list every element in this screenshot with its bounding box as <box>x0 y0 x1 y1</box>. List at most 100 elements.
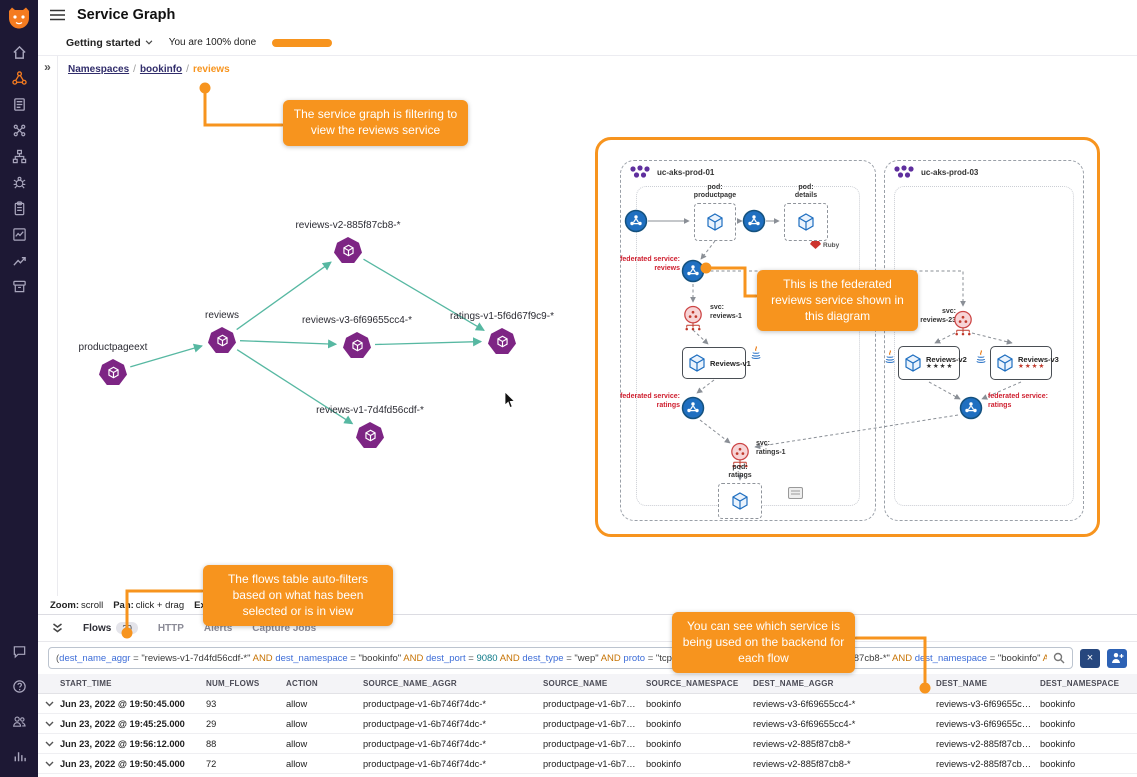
sidebar <box>0 0 38 777</box>
chevron-down-icon <box>145 40 153 45</box>
graph-node-label: reviews <box>205 310 239 321</box>
cell-dst_aggr: reviews-v2-885f87cb8-* <box>753 758 851 769</box>
cell-src_ns: bookinfo <box>646 718 682 729</box>
pod-cube-icon <box>903 353 923 373</box>
main-area: Service Graph Getting started You are 10… <box>38 0 1137 777</box>
federated-service-label: federated service:reviews <box>620 256 680 272</box>
stats-icon[interactable] <box>0 743 38 769</box>
person-plus-icon <box>1111 653 1123 663</box>
policies-icon[interactable] <box>0 91 38 117</box>
tigera-logo[interactable] <box>6 5 32 31</box>
activity-icon[interactable] <box>0 221 38 247</box>
column-header-start_time: START_TIME <box>60 679 112 688</box>
column-header-source_name_aggr: SOURCE_NAME_AGGR <box>363 679 457 688</box>
cell-dst_ns: bookinfo <box>1040 758 1076 769</box>
save-query-button[interactable] <box>1107 648 1127 668</box>
network-sets-icon[interactable] <box>0 143 38 169</box>
service-icon <box>950 310 976 337</box>
service-label: svc:reviews-23 <box>920 308 956 324</box>
flow-filter-input[interactable]: (dest_name_aggr = "reviews-v1-7d4fd56cdf… <box>48 647 1073 669</box>
topbar: Service Graph <box>38 0 1137 30</box>
trends-icon[interactable] <box>0 247 38 273</box>
menu-icon[interactable] <box>50 9 65 21</box>
expand-panel-button[interactable]: » <box>44 60 51 74</box>
graph-node-label: reviews-v1-7d4fd56cdf-* <box>316 405 424 416</box>
kubernetes-service-icon <box>681 396 705 420</box>
service-label: svc:reviews-1 <box>710 304 742 320</box>
getting-started-toggle[interactable]: Getting started <box>66 37 153 49</box>
cell-start: Jun 23, 2022 @ 19:45:25.000 <box>60 718 185 729</box>
java-icon <box>751 346 761 359</box>
kubernetes-service-icon <box>624 209 648 233</box>
breadcrumb-bookinfo[interactable]: bookinfo <box>139 64 183 75</box>
column-header-num_flows: NUM_FLOWS <box>206 679 260 688</box>
row-expander-icon[interactable] <box>38 761 60 767</box>
app-box-Reviews-v2: Reviews-v2★★★★ <box>898 346 967 380</box>
clear-query-button[interactable]: × <box>1080 648 1100 668</box>
cell-dst: reviews-v2-885f87cb8... <box>936 738 1035 749</box>
collapse-panel-icon[interactable] <box>52 623 63 633</box>
tab-alerts[interactable]: Alerts <box>203 622 233 634</box>
service-graph-icon[interactable] <box>0 65 38 91</box>
service-icon <box>680 305 706 332</box>
cell-dst_aggr: reviews-v2-885f87cb8-* <box>753 738 851 749</box>
graph-node-label: ratings-v1-5f6d67f9c9-* <box>450 311 554 322</box>
column-header-source_name: SOURCE_NAME <box>543 679 608 688</box>
pod-cube-icon <box>705 212 725 232</box>
flow-filter-query: (dest_name_aggr = "reviews-v1-7d4fd56cdf… <box>56 652 1047 664</box>
database-icon <box>788 487 803 499</box>
cell-num: 93 <box>206 698 217 709</box>
java-icon <box>976 350 986 363</box>
threat-defense-icon[interactable] <box>0 169 38 195</box>
breadcrumb-separator: / <box>186 64 189 75</box>
row-expander-icon[interactable] <box>38 701 60 707</box>
row-expander-icon[interactable] <box>38 741 60 747</box>
users-icon[interactable] <box>0 708 38 734</box>
pod-box <box>784 203 828 241</box>
query-row: (dest_name_aggr = "reviews-v1-7d4fd56cdf… <box>38 642 1137 674</box>
archive-icon[interactable] <box>0 273 38 299</box>
help-icon[interactable] <box>0 673 38 699</box>
sidebar-nav <box>0 39 38 299</box>
cell-action: allow <box>286 698 308 709</box>
pod-cube-icon <box>796 212 816 232</box>
federated-service-label: federated service:ratings <box>988 393 1048 409</box>
cell-src_ns: bookinfo <box>646 738 682 749</box>
cell-src_aggr: productpage-v1-6b746f74dc-* <box>363 698 487 709</box>
row-expander-icon[interactable] <box>38 721 60 727</box>
ruby-icon: Ruby <box>810 240 839 250</box>
chat-icon[interactable] <box>0 638 38 664</box>
graph-node-label: reviews-v2-885f87cb8-* <box>295 220 401 231</box>
compliance-icon[interactable] <box>0 195 38 221</box>
java-icon <box>885 350 895 363</box>
pod-label: pod:productpage <box>693 184 737 200</box>
cluster-icon <box>892 164 916 180</box>
cell-dst_ns: bookinfo <box>1040 738 1076 749</box>
pod-cube-icon <box>687 353 707 373</box>
cell-src: productpage-v1-6b746... <box>543 758 645 769</box>
graph-node-label: productpageext <box>78 342 148 353</box>
endpoints-icon[interactable] <box>0 117 38 143</box>
cell-src_ns: bookinfo <box>646 758 682 769</box>
column-header-dest_name: DEST_NAME <box>936 679 988 688</box>
breadcrumb-namespaces[interactable]: Namespaces <box>68 64 130 75</box>
tab-capture-jobs[interactable]: Capture Jobs <box>252 622 317 634</box>
graph-canvas[interactable]: » Namespaces/bookinfo/reviews productpag… <box>38 56 1137 596</box>
pod-cube-icon <box>995 353 1015 373</box>
tab-http[interactable]: HTTP <box>157 622 184 634</box>
breadcrumb-reviews: reviews <box>192 64 230 75</box>
progress-bar <box>272 38 333 47</box>
cluster-uc-aks-prod-01 <box>620 160 876 521</box>
pod-label: pod:details <box>794 184 818 200</box>
kubernetes-service-icon <box>959 396 983 420</box>
flows-count-badge: 20 <box>116 622 138 634</box>
home-icon[interactable] <box>0 39 38 65</box>
